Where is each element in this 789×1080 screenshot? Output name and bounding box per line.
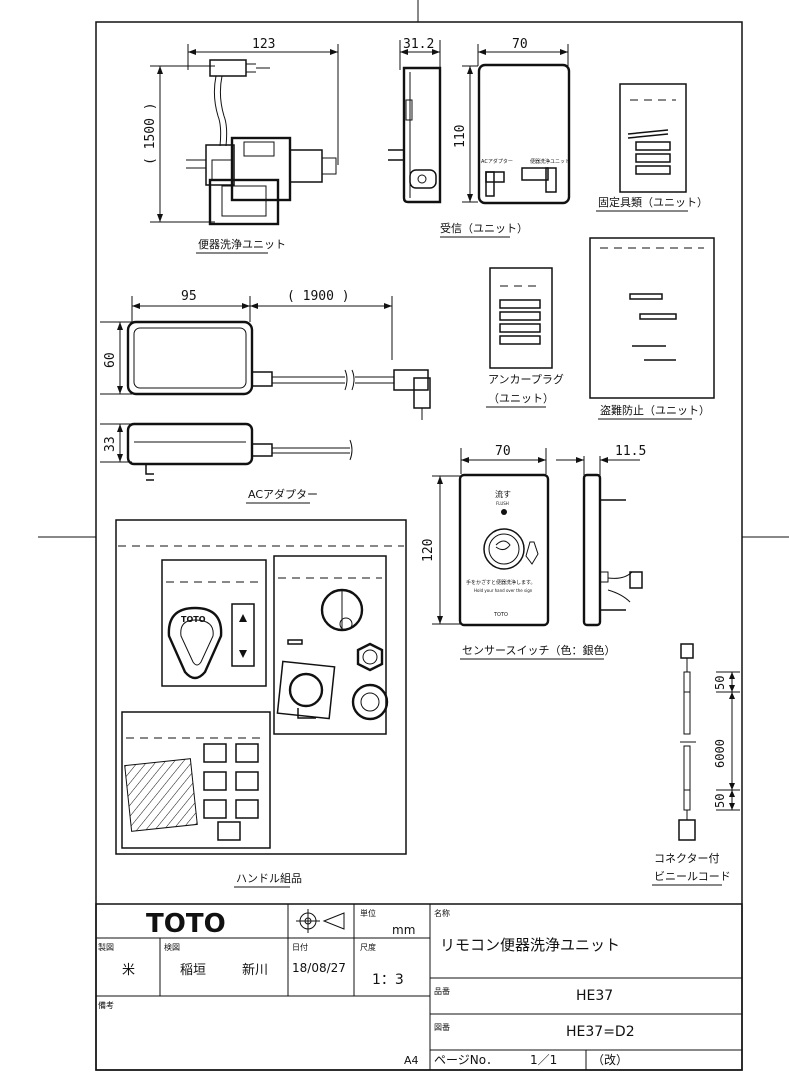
vinyl-cord-drawing — [678, 643, 740, 841]
drawing-no-label: 図番 — [434, 1022, 450, 1032]
dim-60: 60 — [103, 352, 118, 368]
ac-adapter-top-view — [100, 296, 431, 420]
fixing-hardware-bag — [619, 83, 687, 193]
dim-11-5: 11.5 — [615, 444, 646, 459]
title-block — [95, 903, 743, 1071]
receiver-label-ac: ACアダプター — [481, 158, 513, 165]
sensor-plate-flush: 流す — [495, 489, 511, 499]
unit-value: mm — [392, 923, 415, 937]
anchor-plug-bag — [489, 267, 553, 369]
handle-kit-label: ハンドル組品 — [236, 872, 302, 885]
dim-95: 95 — [181, 289, 197, 304]
dim-31-2: 31.2 — [403, 37, 434, 52]
scale-label: 尺度 — [360, 942, 376, 952]
dim-1900: ( 1900 ) — [287, 289, 350, 304]
page-label: ページNo． — [434, 1053, 498, 1067]
remarks-label: 備考 — [98, 1000, 114, 1010]
anchor-plug-label-1: アンカープラグ — [488, 372, 564, 386]
sensor-switch-label: センサースイッチ（色：銀色） — [462, 643, 615, 657]
drawn-value: 米 — [122, 963, 135, 978]
dim-123: 123 — [252, 37, 275, 52]
sensor-plate-brand: TOTO — [493, 612, 508, 618]
sensor-plate-flush-en: FLUSH — [496, 501, 509, 506]
toilet-unit-label: 便器洗浄ユニット — [198, 237, 286, 251]
part-no-value: HE37 — [576, 988, 613, 1004]
date-label: 日付 — [292, 942, 308, 952]
receiver-front-view — [462, 44, 571, 205]
receiver-label-unit: 便器洗浄ユニット — [530, 158, 570, 165]
dim-70-sensor: 70 — [495, 444, 511, 459]
sensor-switch-front-view — [432, 448, 550, 627]
checked-value-1: 稲垣 — [180, 963, 206, 978]
ac-adapter-label: ACアダプター — [248, 487, 318, 501]
handle-logo: TOTO — [181, 615, 206, 624]
page-value: 1／1 — [530, 1053, 557, 1067]
ac-adapter-side-view — [100, 422, 353, 481]
drawing-no-value: HE37=D2 — [566, 1024, 635, 1040]
dim-50-top: 50 — [713, 676, 727, 690]
cord-label-1: コネクター付 — [654, 852, 720, 865]
dim-50-bot: 50 — [713, 794, 727, 808]
sensor-plate-caption: 手をかざすと便器洗浄します。 — [466, 579, 536, 586]
dim-6000: 6000 — [713, 739, 727, 768]
drawn-label: 製図 — [98, 942, 114, 952]
anti-theft-bag — [589, 237, 715, 399]
checked-value-2: 新川 — [242, 962, 268, 978]
dim-33: 33 — [103, 436, 118, 452]
sheet-size: A4 — [404, 1054, 419, 1067]
sensor-plate-caption-en: Hold your hand over the sign — [474, 588, 533, 593]
fixing-label: 固定具類（ユニット） — [598, 195, 708, 209]
checked-label: 検図 — [164, 942, 180, 952]
name-value: リモコン便器洗浄ユニット — [440, 936, 620, 954]
name-label: 名称 — [434, 908, 450, 918]
anchor-plug-label-2: （ユニット） — [488, 392, 554, 405]
dim-70-receiver: 70 — [512, 37, 528, 52]
date-value: 18/08/27 — [292, 961, 346, 975]
dim-120: 120 — [421, 539, 436, 562]
handle-kit-bag — [115, 519, 407, 855]
scale-value: 1：3 — [372, 972, 404, 988]
sensor-switch-side-view — [556, 456, 643, 627]
dim-110: 110 — [453, 125, 468, 148]
unit-label: 単位 — [360, 908, 376, 918]
title-logo: TOTO — [146, 909, 226, 939]
cord-label-2: ビニールコード — [654, 870, 731, 883]
toilet-flush-unit-drawing — [150, 44, 339, 226]
part-no-label: 品番 — [434, 986, 450, 996]
dim-1500: ( 1500 ) — [143, 102, 158, 165]
receiver-side-view — [388, 40, 442, 204]
revision: （改） — [592, 1053, 628, 1067]
anti-theft-label: 盗難防止（ユニット） — [600, 403, 710, 417]
receiver-label: 受信（ユニット） — [440, 222, 528, 235]
